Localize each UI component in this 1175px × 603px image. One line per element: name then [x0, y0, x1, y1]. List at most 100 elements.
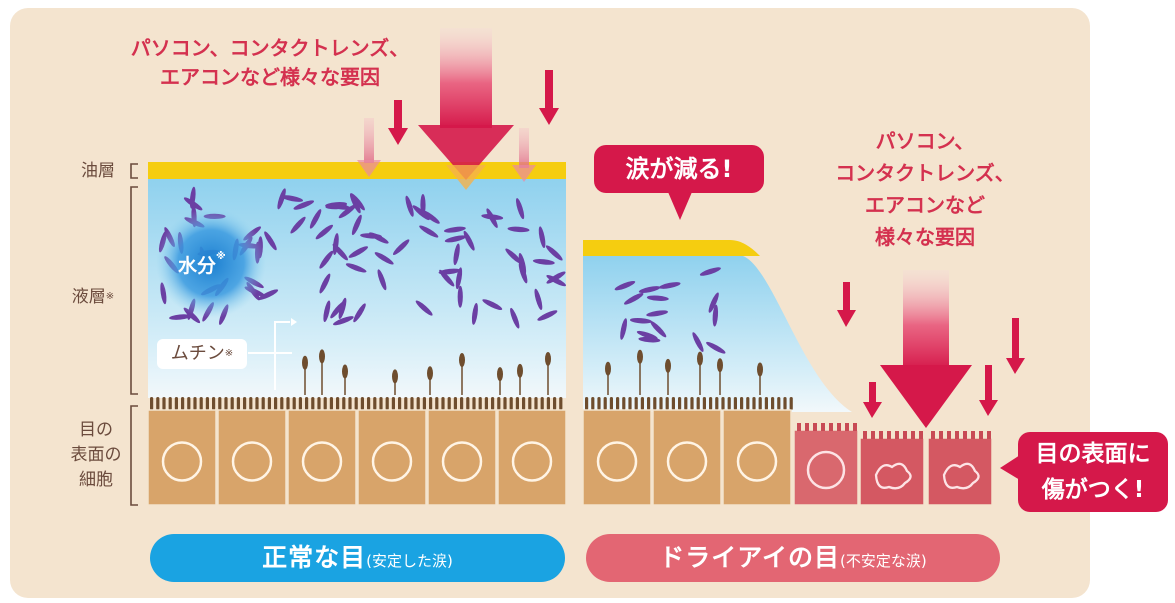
damaged-villus	[979, 431, 983, 439]
microvillus	[379, 397, 383, 410]
microvillus	[503, 397, 507, 410]
microvillus	[317, 397, 321, 410]
water-molecule	[315, 224, 333, 240]
water-molecule	[443, 226, 466, 233]
microvillus	[391, 397, 395, 410]
dry-liquid-layer	[583, 255, 852, 412]
mucin-label: ムチン※	[157, 339, 247, 369]
water-molecule	[345, 263, 367, 273]
tear-bubble-tail	[668, 192, 692, 220]
water-molecule	[415, 300, 433, 316]
water-molecule	[419, 225, 439, 238]
microvillus	[342, 397, 346, 410]
microvillus	[249, 397, 253, 410]
microvillus	[740, 397, 744, 410]
water-molecule	[323, 300, 331, 322]
dry-mucin-strands	[605, 349, 763, 395]
water-molecule	[421, 210, 440, 224]
water-molecule	[486, 208, 498, 228]
microvillus	[509, 397, 513, 410]
microvillus	[199, 397, 203, 410]
microvillus	[416, 397, 420, 410]
water-molecule	[277, 188, 286, 210]
microvillus	[174, 397, 178, 410]
cell-nucleus	[371, 441, 413, 482]
microvillus	[218, 397, 222, 410]
water-molecule	[708, 292, 719, 313]
cell-label-line-3: 細胞	[79, 470, 113, 490]
water-molecule	[258, 289, 279, 300]
water-molecule	[545, 245, 563, 261]
microvillus	[690, 397, 694, 410]
microvillus	[758, 397, 762, 410]
microvillus	[640, 397, 644, 410]
dry-cause-arrows-small	[837, 282, 1025, 418]
cell-nucleus	[806, 450, 846, 490]
microvillus	[150, 397, 154, 410]
mucin-head	[497, 367, 503, 382]
damaged-nucleus	[942, 462, 980, 490]
water-molecule	[319, 273, 331, 294]
cell-label: 目の 表面の 細胞	[66, 418, 126, 493]
water-molecule	[392, 239, 410, 256]
water-molecule	[160, 282, 167, 305]
microvillus	[193, 397, 197, 410]
cell-nucleus	[511, 441, 553, 482]
damaged-villus	[805, 423, 809, 431]
microvillus	[156, 397, 160, 410]
microvillus	[559, 397, 563, 410]
dry-cause-arrow-big-head	[880, 365, 972, 428]
normal-eye-cross-section	[130, 28, 567, 506]
microvillus	[702, 397, 706, 410]
cause-arrow-big	[440, 28, 492, 128]
microvillus	[603, 397, 607, 410]
microvillus	[733, 397, 737, 410]
microvillus	[280, 397, 284, 410]
water-molecule	[712, 304, 719, 327]
damaged-villus	[903, 431, 907, 439]
normal-mucin-strands	[302, 349, 551, 395]
water-molecule	[349, 193, 361, 214]
epithelial-cell	[722, 409, 792, 506]
water-molecule	[444, 235, 467, 243]
water-molecule	[692, 332, 704, 352]
microvillus	[553, 397, 557, 410]
microvillus	[678, 397, 682, 410]
epithelial-cell	[217, 409, 287, 506]
mucin-head	[697, 351, 703, 366]
microvillus	[491, 397, 495, 410]
layer-brackets	[130, 163, 138, 506]
dry-water-molecules	[614, 267, 726, 354]
microvillus	[727, 397, 731, 410]
microvillus	[460, 397, 464, 410]
mucin-head	[319, 349, 325, 364]
microvillus	[336, 397, 340, 410]
damaged-villus	[919, 431, 923, 439]
water-label: 水分※	[178, 251, 226, 278]
microvillus	[659, 397, 663, 410]
microvillus	[162, 397, 166, 410]
water-molecule	[482, 299, 503, 311]
cause-arrows-small	[357, 70, 559, 182]
microvillus	[540, 397, 544, 410]
mucin-head	[757, 362, 763, 377]
epithelial-cell	[582, 409, 652, 506]
microvillus	[597, 397, 601, 410]
microvillus	[634, 397, 638, 410]
microvillus	[205, 397, 209, 410]
water-molecule	[516, 198, 525, 220]
microvillus	[671, 397, 675, 410]
microvillus	[292, 397, 296, 410]
oil-layer-label: 油層	[81, 161, 115, 181]
water-molecule	[330, 301, 345, 319]
damage-bubble: 目の表面に 傷がつく!	[1018, 432, 1168, 512]
damaged-villus	[853, 423, 857, 431]
dry-caption-main: ドライアイの目	[659, 543, 841, 572]
cell-nucleus	[441, 441, 483, 482]
mucin-head	[459, 353, 465, 368]
microvillus	[286, 397, 290, 410]
microvillus	[783, 397, 787, 410]
microvillus	[647, 397, 651, 410]
water-molecule	[534, 288, 543, 310]
